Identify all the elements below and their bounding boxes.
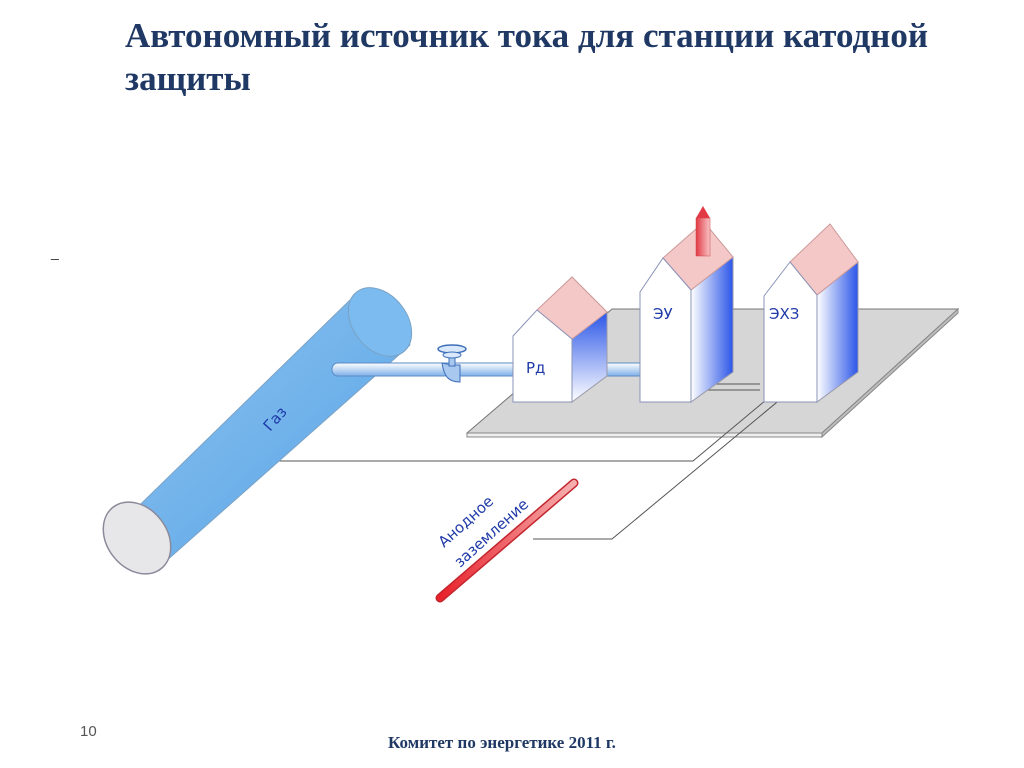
protection-label: ЭХЗ <box>769 305 799 323</box>
dash-mark: _ <box>51 244 59 260</box>
slide-number: 10 <box>80 723 97 740</box>
reducer-label: Рд <box>526 359 545 377</box>
reducer-building <box>512 276 608 403</box>
wiring <box>248 383 789 540</box>
valve-icon <box>437 344 467 383</box>
power-unit-building <box>639 206 734 403</box>
anode-rod <box>435 478 579 603</box>
gas-pipeline <box>102 287 413 575</box>
pipe-cable <box>248 389 779 462</box>
anode-cable <box>533 392 789 540</box>
footer-text: Комитет по энергетике 2011 г. <box>388 733 616 752</box>
protection-building <box>763 223 859 403</box>
page-title: Автономный источник тока для станции кат… <box>125 16 929 98</box>
power-unit-label: ЭУ <box>653 305 673 323</box>
